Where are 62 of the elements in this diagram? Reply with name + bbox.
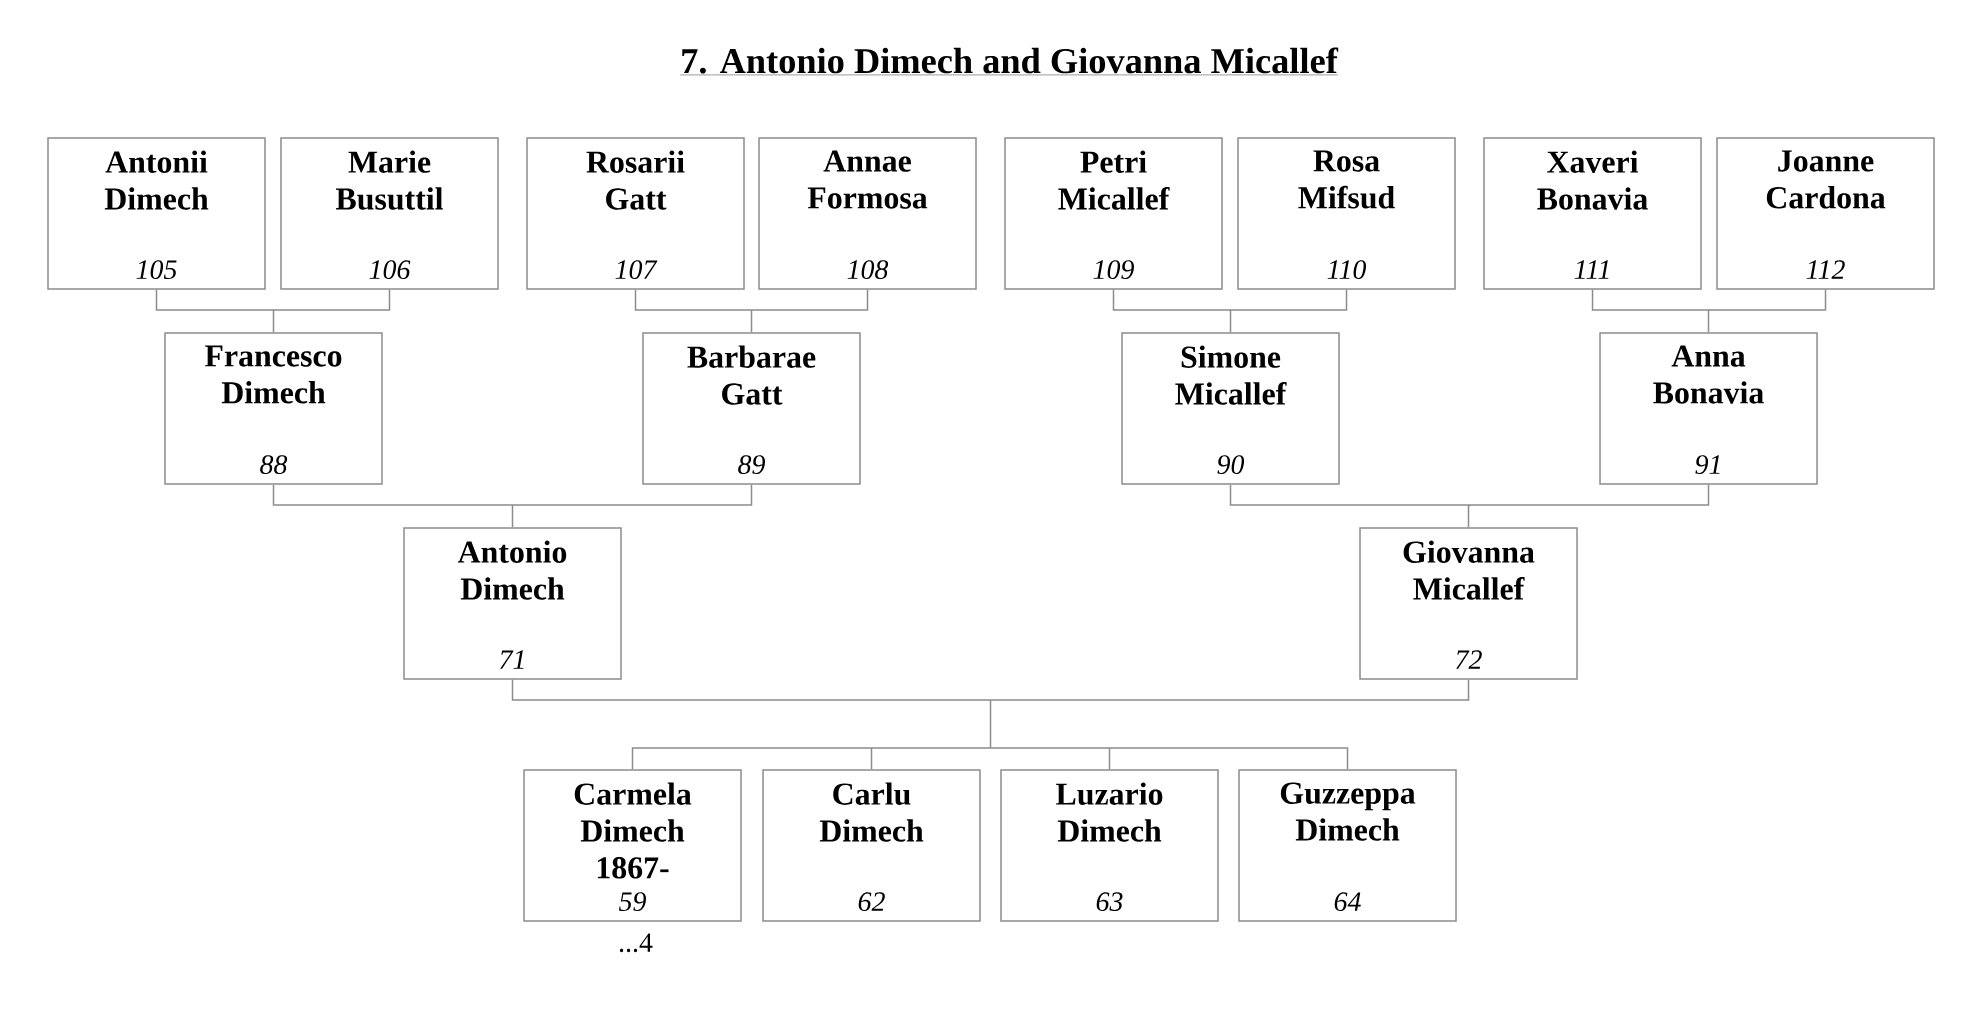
page-reference: ...4	[619, 933, 653, 953]
person-name: Carmela Dimech 1867-	[574, 782, 692, 879]
connector-line	[155, 289, 391, 333]
person-name: Marie Busuttil	[336, 150, 443, 210]
reference-number: 89	[738, 455, 765, 474]
person-box	[1359, 527, 1578, 680]
reference-number: 107	[615, 260, 658, 279]
reference-number: 106	[369, 260, 411, 279]
person-box	[526, 137, 745, 290]
person-name: Joanne Cardona	[1766, 150, 1886, 209]
person-name: Annae Formosa	[807, 150, 928, 209]
reference-number: 109	[1093, 260, 1134, 279]
person-name: Antonio Dimech	[457, 540, 567, 600]
connector-line	[511, 679, 1470, 770]
person-name: Petri Micallef	[1058, 150, 1170, 210]
person-box	[47, 137, 266, 290]
reference-number: 112	[1806, 260, 1845, 279]
person-name: Carlu Dimech	[819, 782, 924, 842]
person-name: Barbarae Gatt	[687, 345, 816, 405]
reference-number: 64	[1334, 892, 1361, 912]
person-name: Rosa Mifsud	[1298, 150, 1395, 209]
reference-number: 105	[136, 260, 177, 279]
reference-number: 59	[619, 892, 646, 912]
reference-number: 90	[1217, 455, 1245, 474]
person-name: Guzzeppa Dimech	[1280, 782, 1416, 841]
reference-number: 62	[858, 892, 885, 912]
person-box	[280, 137, 499, 290]
reference-number: 108	[847, 260, 889, 279]
person-box	[1237, 137, 1456, 290]
person-box	[1000, 769, 1219, 922]
person-box	[758, 137, 977, 290]
reference-number: 71	[500, 650, 524, 669]
person-name: Anna Bonavia	[1653, 345, 1764, 404]
reference-number: 88	[260, 455, 288, 474]
person-name: Antonii Dimech	[104, 150, 209, 210]
person-box	[1004, 137, 1223, 290]
reference-number: 63	[1096, 892, 1123, 912]
connector-line	[1112, 289, 1348, 333]
person-box	[762, 769, 981, 922]
person-box	[1483, 137, 1702, 290]
connector-line	[634, 289, 869, 333]
reference-number: 111	[1574, 260, 1609, 279]
person-name: Xaveri Bonavia	[1537, 150, 1648, 210]
person-box	[403, 527, 622, 680]
reference-number: 110	[1327, 260, 1367, 279]
reference-number: 72	[1456, 650, 1482, 669]
title: 7. Antonio Dimech and Giovanna Micallef	[680, 47, 1339, 76]
person-name: Rosarii Gatt	[586, 150, 685, 210]
connector-line	[1229, 484, 1710, 528]
person-box	[1599, 332, 1818, 485]
person-box	[1238, 769, 1457, 922]
person-name: Luzario Dimech	[1056, 782, 1163, 842]
person-box	[1716, 137, 1935, 290]
person-name: Giovanna Micallef	[1403, 540, 1535, 600]
connector-line	[1591, 289, 1827, 333]
reference-number: 91	[1695, 455, 1720, 474]
person-box	[642, 332, 861, 485]
connector-line	[272, 484, 753, 528]
person-box	[1121, 332, 1340, 485]
person-box	[164, 332, 383, 485]
person-name: Simone Micallef	[1175, 345, 1287, 405]
person-name: Francesco Dimech	[205, 345, 342, 404]
